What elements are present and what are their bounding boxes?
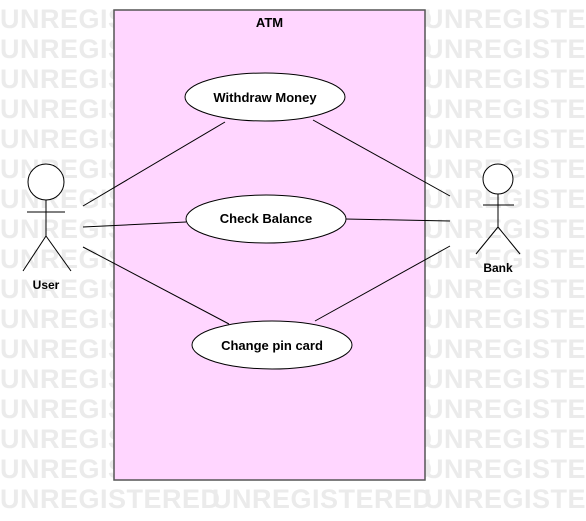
use-case-change-pin[interactable]: Change pin card	[191, 320, 353, 370]
stick-figure-icon	[475, 163, 521, 255]
stick-figure-icon	[22, 163, 72, 272]
use-case-withdraw[interactable]: Withdraw Money	[184, 72, 346, 122]
use-case-ellipse[interactable]	[191, 320, 353, 370]
association-user-balance[interactable]	[82, 221, 187, 228]
actor-user[interactable]: User	[22, 163, 72, 292]
association-bank-withdraw[interactable]	[312, 119, 451, 197]
use-case-ellipse[interactable]	[184, 72, 346, 122]
system-title: ATM	[256, 15, 283, 30]
use-case-label: Change pin card	[221, 338, 323, 353]
use-case-label: Check Balance	[220, 211, 313, 226]
associations	[82, 119, 451, 325]
association-bank-pin[interactable]	[314, 245, 451, 322]
use-case-label: Withdraw Money	[213, 90, 317, 105]
use-case-ellipse[interactable]	[185, 194, 347, 244]
association-bank-balance[interactable]	[344, 218, 451, 222]
actor-label: User	[33, 278, 60, 292]
association-user-withdraw[interactable]	[82, 121, 226, 207]
association-user-pin[interactable]	[82, 246, 230, 325]
actor-label: Bank	[483, 261, 513, 275]
use-case-check-balance[interactable]: Check Balance	[185, 194, 347, 244]
actor-bank[interactable]: Bank	[475, 163, 521, 275]
